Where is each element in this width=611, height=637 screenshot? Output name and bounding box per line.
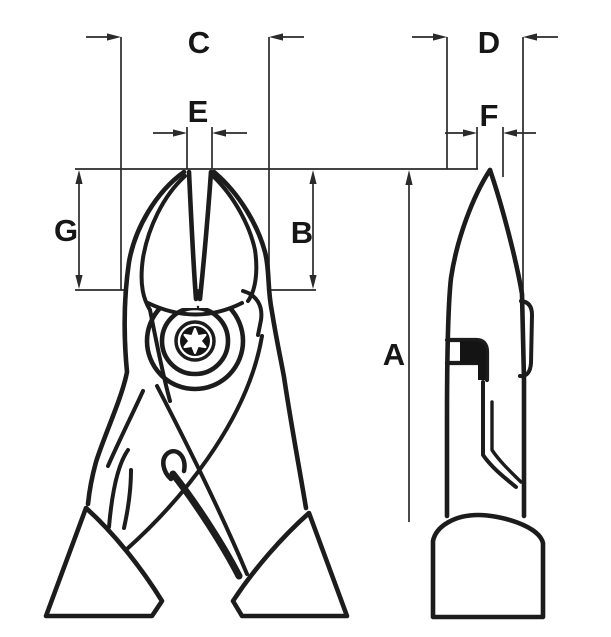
spring-wire [169, 470, 243, 580]
dimension-label-a: A [383, 337, 405, 372]
side-inner-line-1 [481, 380, 518, 489]
dimension-c [86, 33, 304, 290]
side-joint-top-line [444, 337, 490, 383]
head-right-hook [241, 289, 264, 337]
front-left-silhouette [85, 169, 187, 507]
right-blade-fill [199, 172, 271, 308]
left-jaw-inner-edge [186, 169, 199, 302]
pliers-front-view [43, 169, 350, 619]
dimension-g [75, 170, 83, 289]
dimension-label-g: G [54, 213, 78, 248]
side-inner-line-2 [490, 400, 523, 484]
dimension-label-b: B [291, 215, 313, 250]
arm-diagonal-right [155, 384, 249, 576]
head-left-inner-line [148, 308, 172, 403]
dimension-label-f: F [480, 98, 499, 133]
side-joint-fill [460, 341, 486, 380]
front-right-silhouette [211, 169, 309, 511]
dimension-b [309, 170, 317, 289]
left-handle-inner-edge [106, 389, 145, 468]
dimension-a [405, 170, 413, 522]
left-blade-fill [127, 172, 197, 308]
dimension-label-e: E [188, 94, 209, 129]
side-clip-tab [518, 299, 534, 379]
throat-arc [146, 301, 244, 317]
torx-screw [174, 320, 216, 362]
spring-curl [161, 449, 187, 482]
right-jaw-inner-edge [197, 169, 214, 302]
side-left-edge [444, 167, 493, 519]
right-grip [230, 510, 350, 619]
dimension-e [153, 127, 247, 169]
side-right-edge [487, 167, 527, 519]
left-grip [43, 505, 165, 619]
dimension-d [412, 33, 558, 292]
left-grip-leaf-inner [122, 468, 133, 530]
torx-star [183, 327, 207, 355]
right-jaw-bevel [211, 174, 259, 303]
pliers-side-view [430, 167, 546, 620]
dimension-label-c: C [188, 25, 210, 60]
left-grip-leaf-outer [107, 448, 130, 529]
arm-diagonal-left [111, 334, 264, 563]
side-grip [430, 512, 546, 620]
left-jaw-bevel [139, 174, 187, 312]
dimension-label-d: D [478, 25, 500, 60]
dimension-f [445, 127, 536, 177]
